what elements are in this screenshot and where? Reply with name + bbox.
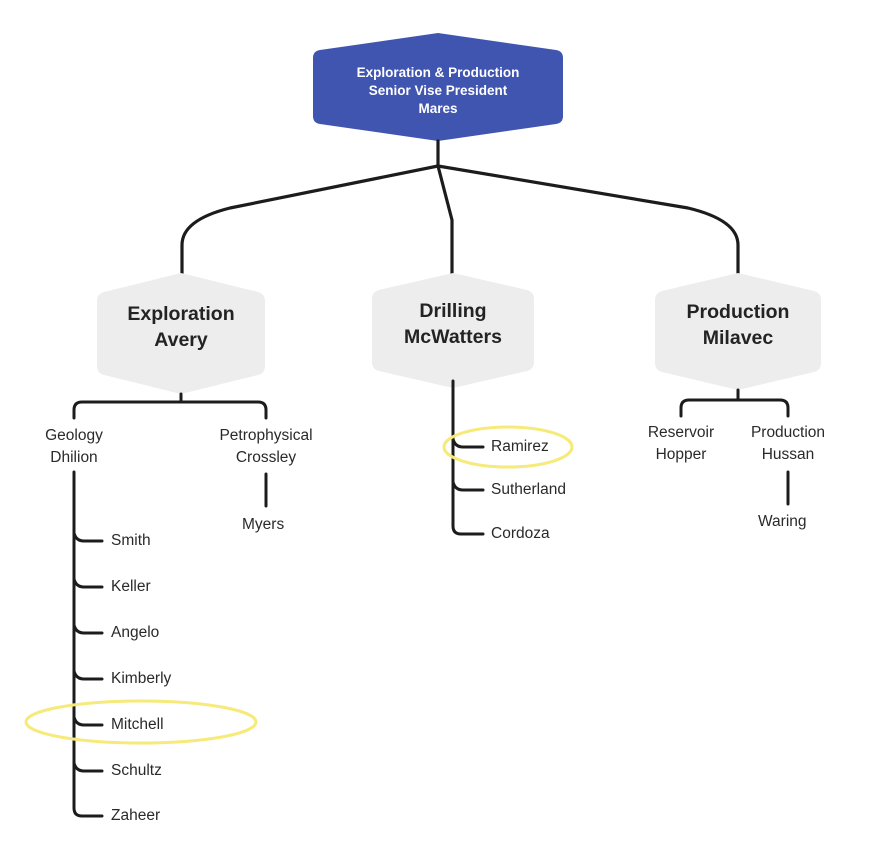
dept-head: Milavec — [702, 327, 774, 349]
group-title: Geology — [45, 427, 103, 444]
group-head: Hopper — [655, 446, 707, 463]
top-node-line1: Exploration & Production — [356, 65, 520, 80]
group-title: Petrophysical — [219, 427, 313, 444]
top-node-line2: Senior Vise President — [368, 83, 508, 98]
dept-head: McWatters — [404, 326, 502, 348]
group-reservoir[interactable]: Reservoir Hopper — [628, 422, 734, 466]
connector-ramirez — [451, 437, 485, 449]
member-cordoza[interactable]: Cordoza — [491, 525, 550, 542]
dept-head: Avery — [154, 329, 208, 351]
connector-kimberly — [72, 669, 104, 681]
connector-to-production — [436, 164, 740, 275]
member-waring[interactable]: Waring — [758, 513, 807, 530]
dept-node-exploration-shape[interactable] — [97, 273, 265, 394]
member-angelo[interactable]: Angelo — [111, 624, 160, 641]
connector-angelo — [72, 623, 104, 635]
dept-node-exploration[interactable]: Exploration Avery — [97, 301, 265, 353]
connector-geology-spine — [72, 470, 104, 818]
dept-node-drilling-shape[interactable] — [372, 273, 534, 388]
top-node-shape[interactable] — [313, 33, 563, 141]
member-myers[interactable]: Myers — [242, 516, 285, 533]
member-smith[interactable]: Smith — [111, 532, 151, 549]
highlight-mitchell — [24, 699, 258, 745]
dept-node-production[interactable]: Production Milavec — [655, 299, 821, 351]
group-head: Dhilion — [50, 449, 98, 466]
dept-node-production-shape[interactable] — [655, 273, 821, 390]
connector-exploration-split — [72, 392, 268, 420]
top-node-line3: Mares — [418, 101, 458, 116]
dept-title: Production — [686, 301, 790, 323]
dept-title: Exploration — [127, 303, 235, 325]
member-mitchell[interactable]: Mitchell — [111, 716, 164, 733]
member-schultz[interactable]: Schultz — [111, 762, 162, 779]
group-production-hussan[interactable]: Production Hussan — [734, 422, 842, 466]
connector-smith — [72, 531, 104, 543]
dept-title: Drilling — [419, 300, 487, 322]
dept-node-drilling[interactable]: Drilling McWatters — [372, 298, 534, 350]
member-sutherland[interactable]: Sutherland — [491, 481, 566, 498]
connector-production-split — [679, 388, 790, 418]
group-petrophysical[interactable]: Petrophysical Crossley — [196, 425, 336, 469]
connector-to-drilling — [436, 164, 454, 278]
member-kimberly[interactable]: Kimberly — [111, 670, 172, 687]
connector-keller — [72, 577, 104, 589]
connector-mitchell — [72, 715, 104, 727]
group-title: Production — [750, 424, 826, 441]
connector-schultz — [72, 761, 104, 773]
member-keller[interactable]: Keller — [111, 578, 151, 595]
top-node[interactable]: Exploration & Production Senior Vise Pre… — [313, 64, 563, 118]
group-head: Hussan — [761, 446, 815, 463]
member-ramirez[interactable]: Ramirez — [491, 438, 549, 455]
connector-sutherland — [451, 480, 485, 492]
connector-to-exploration — [180, 164, 440, 275]
group-head: Crossley — [235, 449, 297, 466]
highlight-ramirez — [442, 425, 574, 469]
group-title: Reservoir — [647, 424, 715, 441]
connector-drilling-spine — [451, 379, 485, 536]
member-zaheer[interactable]: Zaheer — [111, 807, 161, 824]
group-geology[interactable]: Geology Dhilion — [14, 425, 134, 469]
